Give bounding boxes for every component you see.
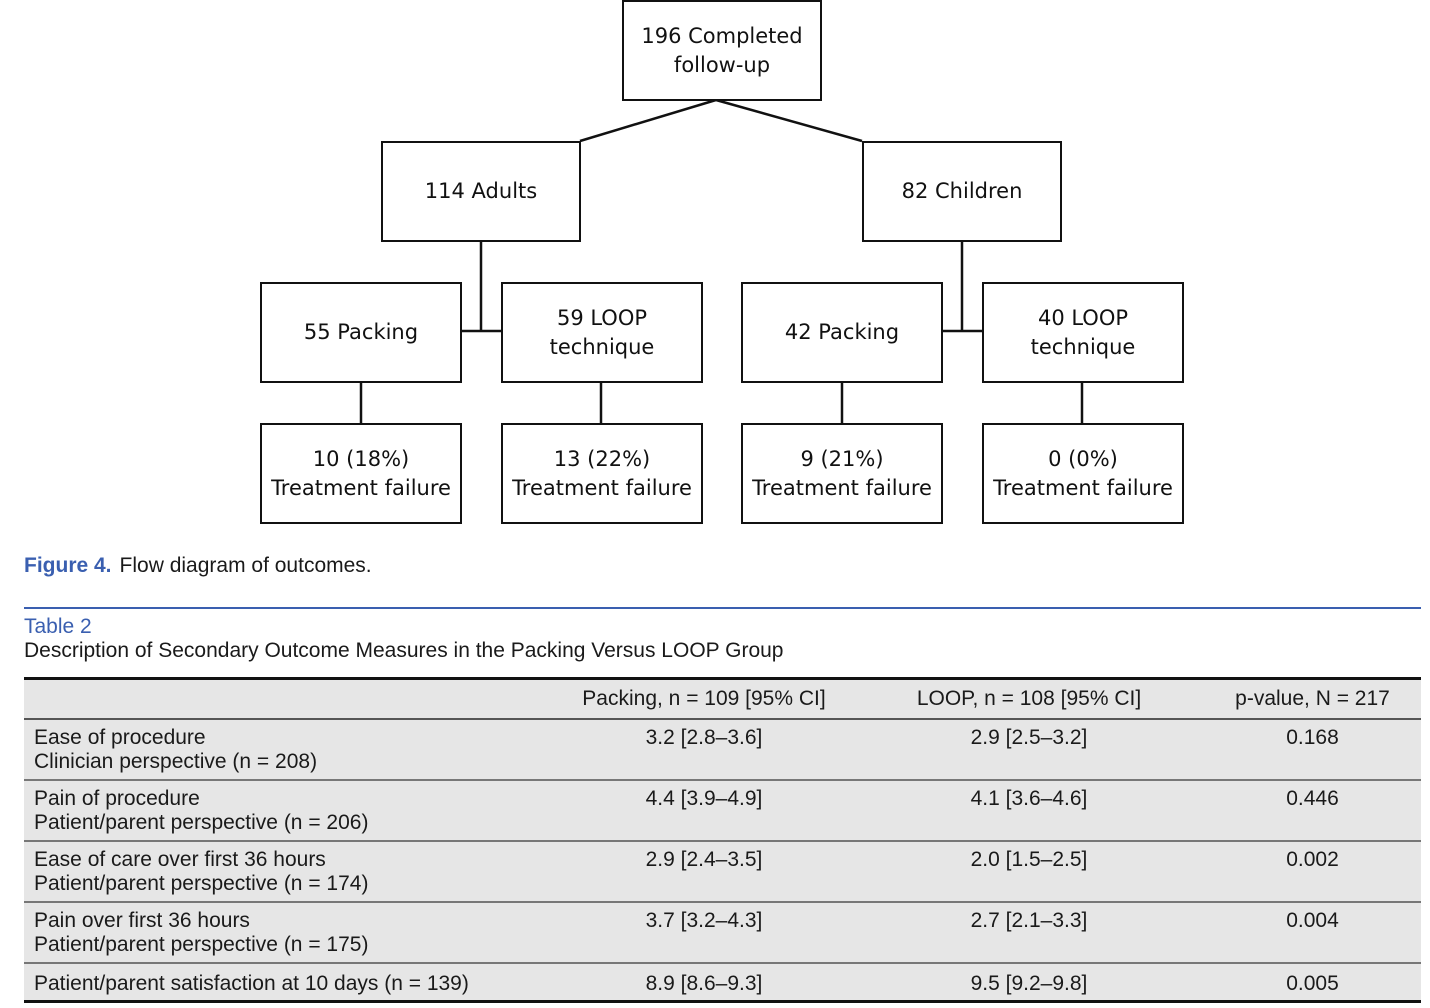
measure-perspective: Patient/parent perspective (n = 174) [34, 871, 369, 895]
table-row: Ease of procedure Clinician perspective … [24, 718, 1421, 781]
packing-value: 3.7 [3.2–4.3] [554, 901, 854, 964]
measure-cell: Ease of procedure Clinician perspective … [24, 718, 554, 781]
outcome-node-3: 9 (21%) Treatment failure [741, 423, 943, 524]
packing-value: 8.9 [8.6–9.3] [554, 962, 854, 1003]
table-header-row: Packing, n = 109 [95% CI] LOOP, n = 108 … [24, 677, 1421, 720]
outcome-node-label: Treatment failure [752, 475, 932, 500]
arm-node-adult-loop: 59 LOOP technique [501, 282, 703, 383]
column-header-p-value: p-value, N = 217 [1204, 677, 1421, 720]
table-label: Table 2 [24, 615, 92, 638]
measure-cell: Pain over first 36 hours Patient/parent … [24, 901, 554, 964]
outcome-node-2: 13 (22%) Treatment failure [501, 423, 703, 524]
p-value: 0.005 [1204, 962, 1421, 1003]
arm-node-line2: technique [1030, 334, 1136, 359]
outcome-node-1: 10 (18%) Treatment failure [260, 423, 462, 524]
measure-name: Pain over first 36 hours [34, 908, 250, 932]
p-value: 0.004 [1204, 901, 1421, 964]
outcome-node-label: Treatment failure [271, 475, 451, 500]
table-top-rule [24, 607, 1421, 609]
root-node-line2: follow-up [673, 52, 771, 77]
table-row: Pain over first 36 hours Patient/parent … [24, 901, 1421, 964]
measure-cell: Patient/parent satisfaction at 10 days (… [24, 962, 554, 1003]
outcome-node-label: Treatment failure [512, 475, 692, 500]
root-node-line1: 196 Completed [641, 23, 803, 48]
figure-caption-text: Flow diagram of outcomes. [119, 554, 372, 577]
measure-cell: Pain of procedure Patient/parent perspec… [24, 779, 554, 842]
measure-perspective: Clinician perspective (n = 208) [34, 749, 318, 773]
table-row: Pain of procedure Patient/parent perspec… [24, 779, 1421, 842]
table-row: Patient/parent satisfaction at 10 days (… [24, 962, 1421, 1003]
column-header-packing: Packing, n = 109 [95% CI] [554, 677, 854, 720]
outcomes-table: Packing, n = 109 [95% CI] LOOP, n = 108 … [24, 677, 1421, 1003]
outcome-node-count: 13 (22%) [553, 446, 651, 471]
measure-name: Pain of procedure [34, 786, 200, 810]
group-node-label: 114 Adults [424, 179, 538, 203]
loop-value: 2.9 [2.5–3.2] [854, 718, 1204, 781]
measure-cell: Ease of care over first 36 hours Patient… [24, 840, 554, 903]
outcome-node-4: 0 (0%) Treatment failure [982, 423, 1184, 524]
group-node-adults: 114 Adults [381, 141, 581, 242]
loop-value: 2.7 [2.1–3.3] [854, 901, 1204, 964]
p-value: 0.002 [1204, 840, 1421, 903]
measure-name: Patient/parent satisfaction at 10 days (… [34, 971, 469, 995]
group-node-children: 82 Children [862, 141, 1062, 242]
table-title: Description of Secondary Outcome Measure… [24, 639, 784, 662]
outcome-node-count: 0 (0%) [1048, 446, 1118, 471]
arm-node-line2: technique [549, 334, 655, 359]
arm-node-child-loop: 40 LOOP technique [982, 282, 1184, 383]
loop-value: 4.1 [3.6–4.6] [854, 779, 1204, 842]
arm-node-child-packing: 42 Packing [741, 282, 943, 383]
p-value: 0.168 [1204, 718, 1421, 781]
packing-value: 2.9 [2.4–3.5] [554, 840, 854, 903]
column-header-loop: LOOP, n = 108 [95% CI] [854, 677, 1204, 720]
connector-root-adults [579, 98, 717, 143]
column-header-measure [24, 677, 554, 720]
p-value: 0.446 [1204, 779, 1421, 842]
packing-value: 4.4 [3.9–4.9] [554, 779, 854, 842]
measure-name: Ease of procedure [34, 725, 206, 749]
measure-name: Ease of care over first 36 hours [34, 847, 326, 871]
loop-value: 9.5 [9.2–9.8] [854, 962, 1204, 1003]
outcome-node-count: 9 (21%) [800, 446, 884, 471]
arm-node-adult-packing: 55 Packing [260, 282, 462, 383]
figure-caption: Figure 4. Flow diagram of outcomes. [24, 554, 372, 578]
arm-node-line1: 59 LOOP [556, 305, 648, 330]
outcome-node-count: 10 (18%) [312, 446, 410, 471]
arm-node-line1: 55 Packing [303, 320, 419, 344]
diagram-connectors [359, 98, 1084, 423]
table-row: Ease of care over first 36 hours Patient… [24, 840, 1421, 903]
group-node-label: 82 Children [901, 179, 1023, 203]
connector-root-children [715, 98, 863, 143]
measure-perspective: Patient/parent perspective (n = 175) [34, 932, 369, 956]
measure-perspective: Patient/parent perspective (n = 206) [34, 810, 369, 834]
root-node: 196 Completed follow-up [622, 0, 822, 101]
arm-node-line1: 42 Packing [784, 320, 900, 344]
outcome-node-label: Treatment failure [993, 475, 1173, 500]
arm-node-line1: 40 LOOP [1037, 305, 1129, 330]
packing-value: 3.2 [2.8–3.6] [554, 718, 854, 781]
flow-diagram: 196 Completed follow-up 114 Adults 82 Ch… [260, 0, 1184, 524]
figure-label: Figure 4. [24, 554, 112, 577]
loop-value: 2.0 [1.5–2.5] [854, 840, 1204, 903]
